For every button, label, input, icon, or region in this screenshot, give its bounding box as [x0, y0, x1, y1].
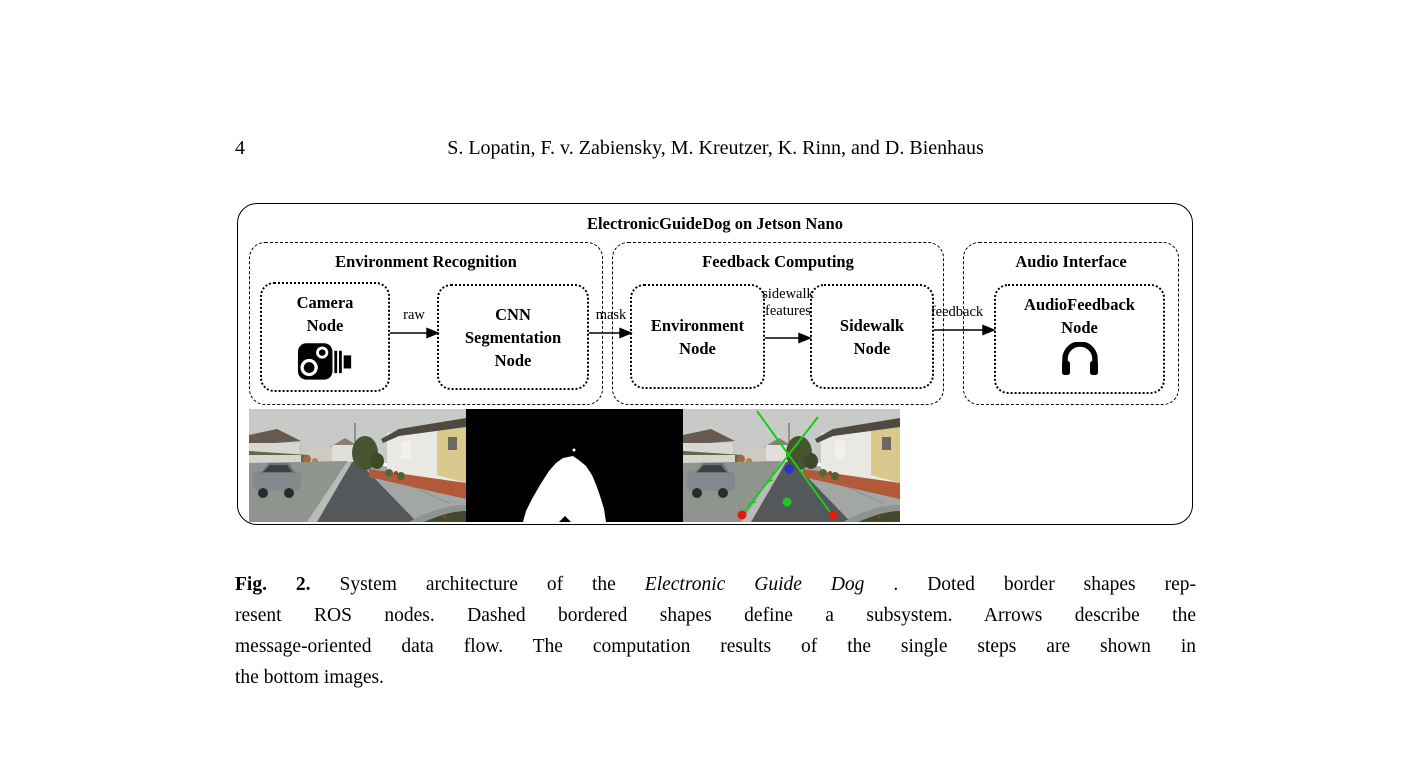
node-audiofeedback: AudioFeedback Node	[994, 284, 1165, 394]
subsystem-feedback-computing: Feedback Computing Environment Node Side…	[612, 242, 944, 405]
node-sidewalk: Sidewalk Node	[810, 284, 934, 389]
node-label-line: Node	[853, 338, 891, 358]
result-image-sidewalk-features	[683, 409, 900, 522]
node-label-line: CNN	[495, 304, 531, 324]
page-number: 4	[235, 137, 245, 159]
caption-line-2: resent ROS nodes. Dashed bordered shapes…	[235, 605, 1196, 626]
subsystem-audio-interface: Audio Interface AudioFeedback Node	[963, 242, 1179, 405]
subsystem-environment-recognition: Environment Recognition Camera Node C	[249, 242, 603, 405]
figure-caption: Fig. 2. System architecture of the Elect…	[235, 569, 1196, 693]
caption-text: . Doted border shapes rep-	[864, 574, 1196, 595]
node-label-line: AudioFeedback	[1024, 295, 1135, 314]
caption-line-3: message-oriented data flow. The computat…	[235, 636, 1196, 657]
result-image-raw-street	[249, 409, 466, 522]
running-header: 4 S. Lopatin, F. v. Zabiensky, M. Kreutz…	[235, 137, 1196, 163]
node-environment: Environment Node	[630, 284, 765, 389]
node-label-line: Node	[1061, 318, 1098, 337]
subsystem-title: Audio Interface	[1015, 252, 1127, 271]
video-camera-icon	[297, 340, 353, 382]
author-list: S. Lopatin, F. v. Zabiensky, M. Kreutzer…	[447, 137, 984, 159]
caption-fig-label: Fig. 2.	[235, 574, 311, 595]
subsystem-title: Environment Recognition	[335, 252, 517, 271]
node-cnn-segmentation: CNN Segmentation Node	[437, 284, 589, 390]
caption-text: System architecture of the	[310, 574, 645, 595]
node-label-line: Node	[679, 338, 716, 358]
figure-system-architecture: ElectronicGuideDog on Jetson Nano Enviro…	[237, 203, 1193, 525]
caption-line-4: the bottom images.	[235, 667, 384, 688]
arrow-label-raw: raw	[403, 307, 425, 323]
arrow-label-line: sidewalk	[762, 286, 814, 302]
node-label-line: Sidewalk	[839, 315, 905, 335]
node-camera: Camera Node	[260, 282, 390, 392]
headphones-icon	[1059, 341, 1101, 376]
subsystem-title: Feedback Computing	[702, 252, 854, 271]
caption-line-1: Fig. 2. System architecture of the Elect…	[235, 569, 1196, 600]
node-label-line: Camera	[296, 293, 354, 312]
arrow-label-line: features	[765, 303, 811, 319]
diagram-title: ElectronicGuideDog on Jetson Nano	[587, 214, 843, 233]
result-image-segmentation-mask	[466, 409, 683, 522]
node-label-line: Node	[494, 350, 532, 370]
caption-italic-term: Electronic Guide Dog	[644, 574, 865, 595]
arrow-label-sidewalk-features: sidewalk features	[746, 286, 830, 320]
arrow-label-feedback: feedback	[930, 304, 984, 320]
node-label-line: Node	[306, 316, 344, 335]
node-label-line: Environment	[650, 315, 745, 335]
arrow-label-mask: mask	[595, 307, 627, 323]
node-label-line: Segmentation	[464, 327, 562, 347]
